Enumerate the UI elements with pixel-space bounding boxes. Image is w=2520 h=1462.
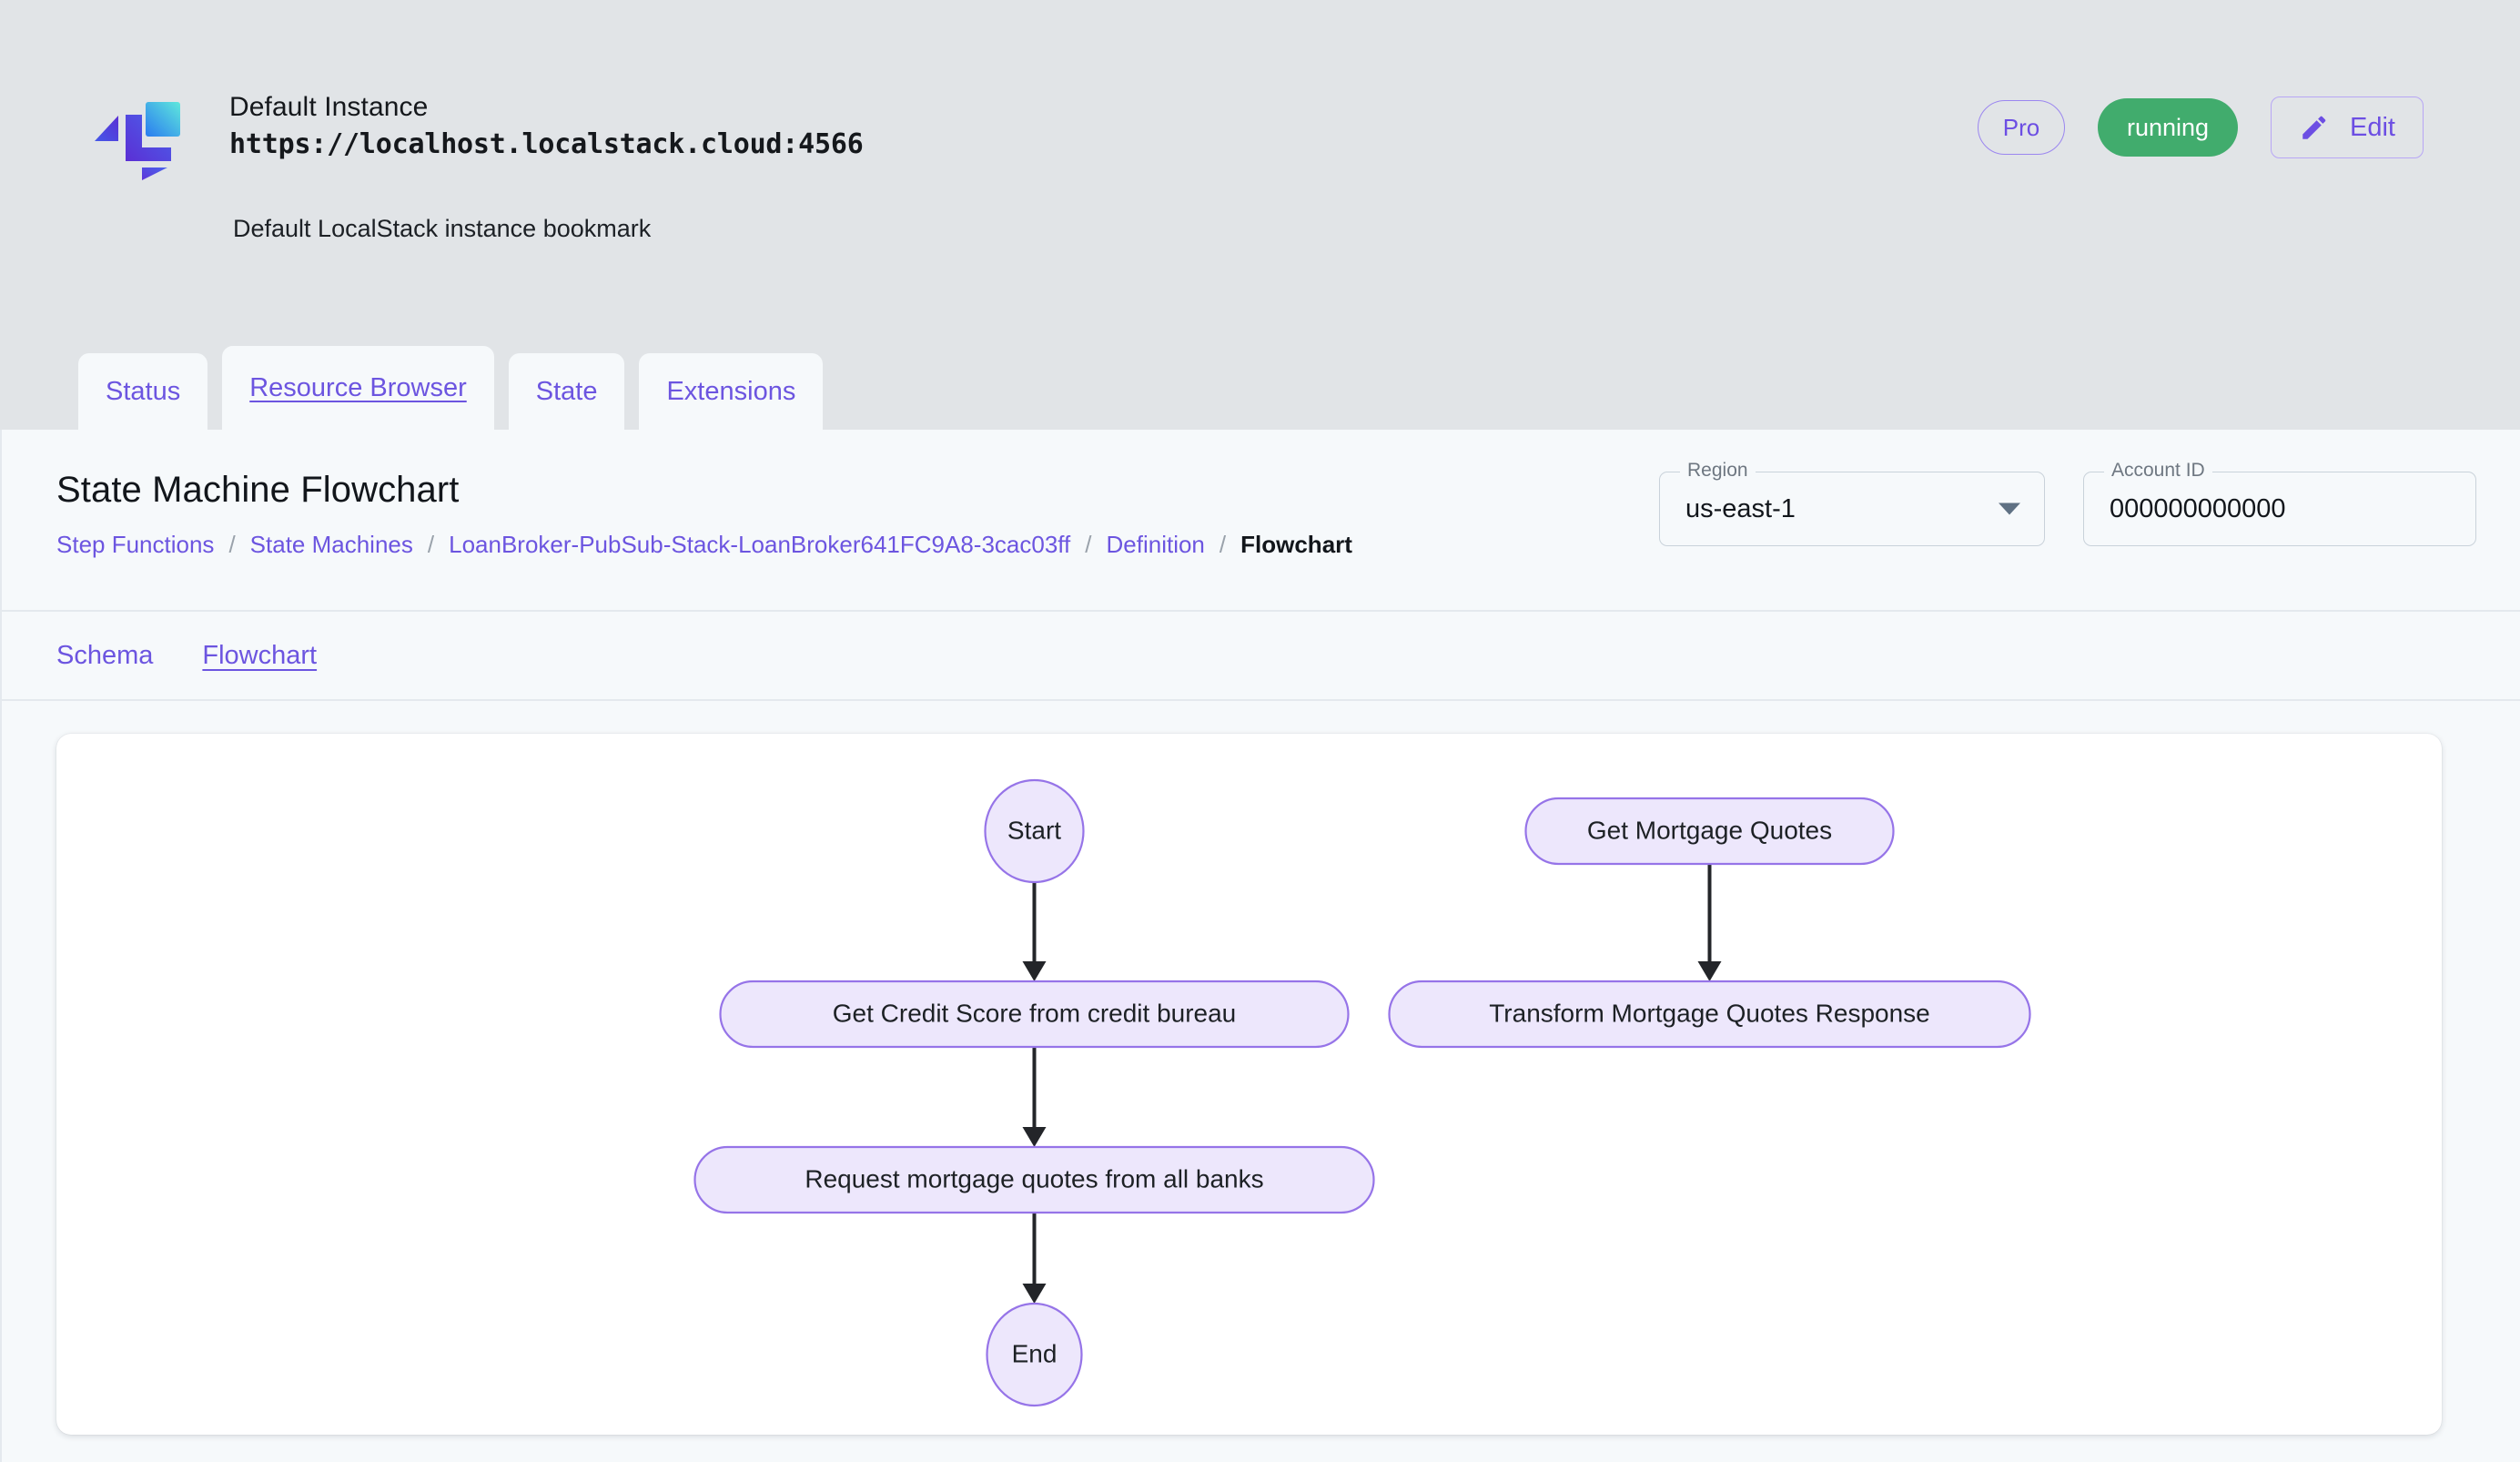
flowchart-node-label: Get Mortgage Quotes [1587, 816, 1832, 844]
account-id-label: Account ID [2104, 460, 2212, 482]
breadcrumb-item-definition[interactable]: Definition [1106, 531, 1205, 558]
instance-title: Default Instance [229, 92, 429, 122]
instance-summary: Default Instance https://localhost.local… [89, 84, 864, 182]
breadcrumb-item-state-machines[interactable]: State Machines [249, 531, 413, 558]
flowchart-node-start[interactable]: Start [984, 778, 1085, 884]
header-actions: Pro running Edit [1978, 96, 2424, 158]
secondary-tabs: Schema Flowchart [2, 612, 2520, 699]
header-divider [2, 610, 2520, 612]
page-title: State Machine Flowchart [56, 470, 460, 510]
instance-header: Default Instance https://localhost.local… [0, 0, 2520, 430]
subtab-schema[interactable]: Schema [56, 640, 154, 670]
flowchart-node-quotes[interactable]: Request mortgage quotes from all banks [693, 1145, 1375, 1214]
pencil-icon [2299, 112, 2330, 143]
resource-browser-content: State Machine Flowchart Step Functions /… [0, 430, 2520, 1462]
subtabs-divider [2, 699, 2520, 701]
edit-button-label: Edit [2350, 112, 2395, 142]
account-id-field[interactable]: Account ID 000000000000 [2083, 460, 2476, 546]
localstack-logo-icon [89, 84, 187, 182]
breadcrumb-item-flowchart: Flowchart [1240, 531, 1352, 558]
chevron-down-icon [1999, 503, 2020, 515]
flowchart-edges [1022, 864, 1722, 1304]
instance-url: https://localhost.localstack.cloud:4566 [229, 128, 864, 161]
breadcrumb-item-state-machine-name[interactable]: LoanBroker-PubSub-Stack-LoanBroker641FC9… [449, 531, 1071, 558]
flowchart-edge [1022, 882, 1047, 981]
subtab-flowchart[interactable]: Flowchart [202, 640, 318, 670]
context-filters: Region us-east-1 Account ID 000000000000 [1659, 460, 2476, 546]
tab-resource-browser-label: Resource Browser [249, 372, 467, 402]
flowchart-node-getquotes[interactable]: Get Mortgage Quotes [1524, 797, 1895, 866]
breadcrumb-item-step-functions[interactable]: Step Functions [56, 531, 215, 558]
tab-extensions-label: Extensions [666, 376, 796, 406]
flowchart-node-transform[interactable]: Transform Mortgage Quotes Response [1388, 980, 2031, 1049]
tab-state-label: State [535, 376, 598, 406]
breadcrumb: Step Functions / State Machines / LoanBr… [56, 531, 2520, 559]
breadcrumb-separator: / [427, 531, 435, 558]
page-header: State Machine Flowchart Step Functions /… [2, 430, 2520, 610]
breadcrumb-separator: / [1219, 531, 1227, 558]
tab-status-label: Status [106, 376, 181, 406]
flowchart-edge [1022, 1213, 1047, 1304]
flowchart-edge [1697, 864, 1722, 981]
tab-extensions[interactable]: Extensions [639, 353, 824, 430]
region-select[interactable]: Region us-east-1 [1659, 460, 2045, 546]
breadcrumb-separator: / [1085, 531, 1092, 558]
account-id-value: 000000000000 [2110, 493, 2286, 523]
tab-resource-browser[interactable]: Resource Browser [222, 346, 494, 430]
primary-tabs: Status Resource Browser State Extensions [78, 346, 824, 430]
region-label: Region [1680, 460, 1756, 482]
flowchart-edge [1022, 1047, 1047, 1147]
region-value: us-east-1 [1685, 493, 1796, 523]
flowchart-node-label: Transform Mortgage Quotes Response [1489, 999, 1930, 1027]
flowchart-node-label: Request mortgage quotes from all banks [805, 1164, 1263, 1193]
tab-state[interactable]: State [508, 353, 625, 430]
flowchart-node-end[interactable]: End [986, 1302, 1083, 1407]
flowchart-node-label: Start [1007, 816, 1061, 844]
instance-description: Default LocalStack instance bookmark [233, 215, 652, 242]
breadcrumb-separator: / [228, 531, 236, 558]
flowchart-node-label: Get Credit Score from credit bureau [833, 999, 1237, 1027]
pro-badge[interactable]: Pro [1978, 100, 2066, 155]
status-badge[interactable]: running [2098, 98, 2239, 157]
flowchart-node-credit[interactable]: Get Credit Score from credit bureau [719, 980, 1350, 1049]
edit-button[interactable]: Edit [2271, 96, 2424, 158]
tab-status[interactable]: Status [78, 353, 208, 430]
flowchart-node-label: End [1012, 1339, 1058, 1367]
